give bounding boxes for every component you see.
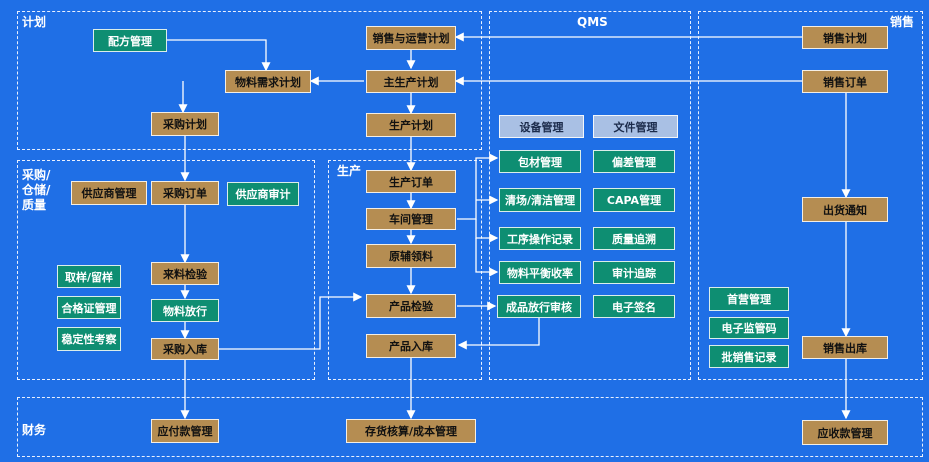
deviation-node[interactable]: 偏差管理: [593, 150, 675, 173]
certificate-node[interactable]: 合格证管理: [57, 296, 121, 319]
drug-code-node[interactable]: 电子监管码: [709, 317, 789, 339]
finance-region-label: 财务: [22, 423, 47, 437]
purchase-order-node[interactable]: 采购订单: [151, 181, 219, 205]
e-signature-node[interactable]: 电子签名: [593, 295, 675, 318]
audit-trail-node[interactable]: 审计追踪: [593, 261, 675, 284]
batch-sales-record-node[interactable]: 批销售记录: [709, 345, 789, 368]
sales-region: [698, 11, 923, 380]
production-plan-node[interactable]: 生产计划: [366, 113, 456, 137]
supplier-audit-node[interactable]: 供应商审计: [227, 182, 299, 206]
process-record-node[interactable]: 工序操作记录: [499, 227, 581, 250]
recipe-management-node[interactable]: 配方管理: [93, 29, 167, 52]
finance-region: [17, 397, 923, 457]
inventory-cost-node[interactable]: 存货核算/成本管理: [346, 419, 476, 443]
product-inspection-node[interactable]: 产品检验: [366, 294, 456, 318]
mps-node[interactable]: 主生产计划: [366, 70, 456, 93]
sales-outbound-node[interactable]: 销售出库: [802, 336, 888, 359]
sales-plan-node[interactable]: 销售计划: [802, 26, 888, 49]
plan-region-label: 计划: [22, 15, 47, 29]
traceability-node[interactable]: 质量追溯: [593, 227, 675, 250]
material-release-node[interactable]: 物料放行: [151, 299, 219, 322]
release-review-node[interactable]: 成品放行审核: [497, 295, 581, 318]
procurement-region-label-1: 采购/: [22, 168, 51, 182]
first-camp-node[interactable]: 首营管理: [709, 287, 789, 311]
sales-order-node[interactable]: 销售订单: [802, 70, 888, 93]
production-region: [328, 160, 482, 380]
production-order-node[interactable]: 生产订单: [366, 170, 456, 193]
qms-region-label: QMS: [577, 15, 608, 29]
sampling-node[interactable]: 取样/留样: [57, 265, 121, 288]
document-management-node[interactable]: 文件管理: [593, 115, 678, 138]
material-picking-node[interactable]: 原辅领料: [366, 244, 456, 268]
capa-node[interactable]: CAPA管理: [593, 188, 675, 212]
supplier-management-node[interactable]: 供应商管理: [71, 181, 147, 205]
sales-region-label: 销售: [890, 15, 915, 29]
workshop-node[interactable]: 车间管理: [366, 208, 456, 230]
packaging-node[interactable]: 包材管理: [499, 150, 581, 173]
incoming-inspection-node[interactable]: 来料检验: [151, 262, 219, 285]
sop-node[interactable]: 销售与运营计划: [366, 26, 456, 50]
product-inbound-node[interactable]: 产品入库: [366, 334, 456, 358]
purchase-plan-node[interactable]: 采购计划: [151, 112, 219, 136]
stability-node[interactable]: 稳定性考察: [57, 327, 121, 351]
purchase-inbound-node[interactable]: 采购入库: [151, 338, 219, 360]
material-balance-node[interactable]: 物料平衡收率: [499, 261, 581, 284]
procurement-region-label-3: 质量: [22, 198, 47, 212]
ship-notice-node[interactable]: 出货通知: [802, 197, 888, 222]
payable-node[interactable]: 应付款管理: [151, 419, 219, 443]
production-region-label: 生产: [337, 164, 362, 178]
mrp-node[interactable]: 物料需求计划: [225, 70, 311, 93]
procurement-region: [17, 160, 315, 380]
receivable-node[interactable]: 应收款管理: [802, 420, 888, 445]
clearance-node[interactable]: 清场/清洁管理: [499, 188, 581, 212]
procurement-region-label-2: 仓储/: [22, 183, 51, 197]
equipment-management-node[interactable]: 设备管理: [499, 115, 584, 138]
